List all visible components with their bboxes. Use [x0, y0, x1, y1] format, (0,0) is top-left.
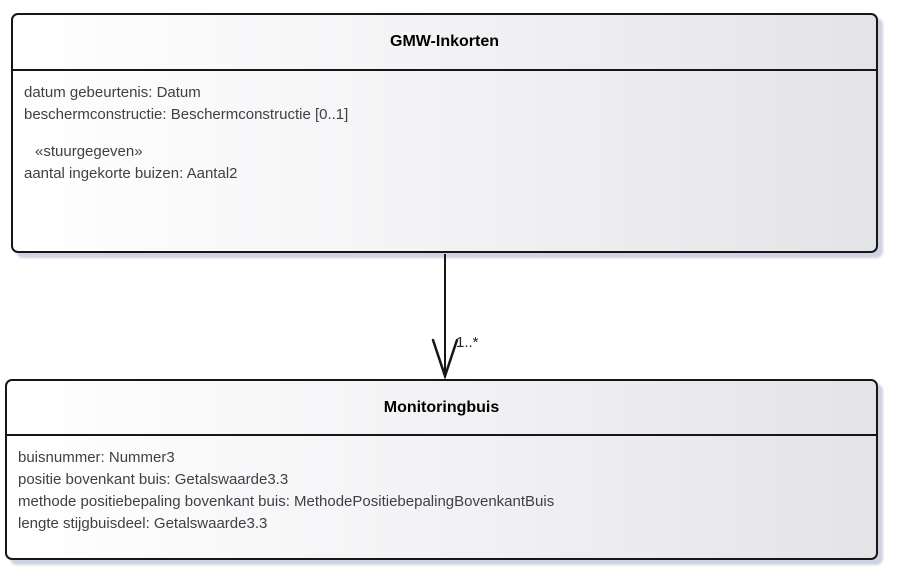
class-attributes-compartment: buisnummer: Nummer3 positie bovenkant bu… — [7, 436, 876, 535]
attribute-line: lengte stijgbuisdeel: Getalswaarde3.3 — [18, 515, 268, 532]
attribute-line: positie bovenkant buis: Getalswaarde3.3 — [18, 471, 289, 488]
open-arrowhead-icon — [431, 338, 459, 380]
stereotype-label: «stuurgegeven» — [35, 143, 143, 160]
class-title: Monitoringbuis — [383, 398, 500, 416]
class-box-gmw-inkorten[interactable]: GMW-Inkorten datum gebeurtenis: Datum be… — [11, 13, 878, 253]
class-header: Monitoringbuis — [7, 381, 876, 436]
attribute-line: buisnummer: Nummer3 — [18, 449, 175, 466]
class-attributes-compartment: datum gebeurtenis: Datum beschermconstru… — [13, 71, 876, 185]
class-title: GMW-Inkorten — [390, 33, 499, 50]
class-header: GMW-Inkorten — [13, 15, 876, 71]
multiplicity-label: 1..* — [456, 334, 479, 351]
attribute-line: methode positiebepaling bovenkant buis: … — [18, 493, 555, 510]
attribute-line: beschermconstructie: Beschermconstructie… — [24, 106, 349, 123]
attribute-line: datum gebeurtenis: Datum — [24, 84, 201, 101]
attribute-line: aantal ingekorte buizen: Aantal2 — [24, 165, 238, 182]
class-box-monitoringbuis[interactable]: Monitoringbuis buisnummer: Nummer3 posit… — [5, 379, 878, 560]
